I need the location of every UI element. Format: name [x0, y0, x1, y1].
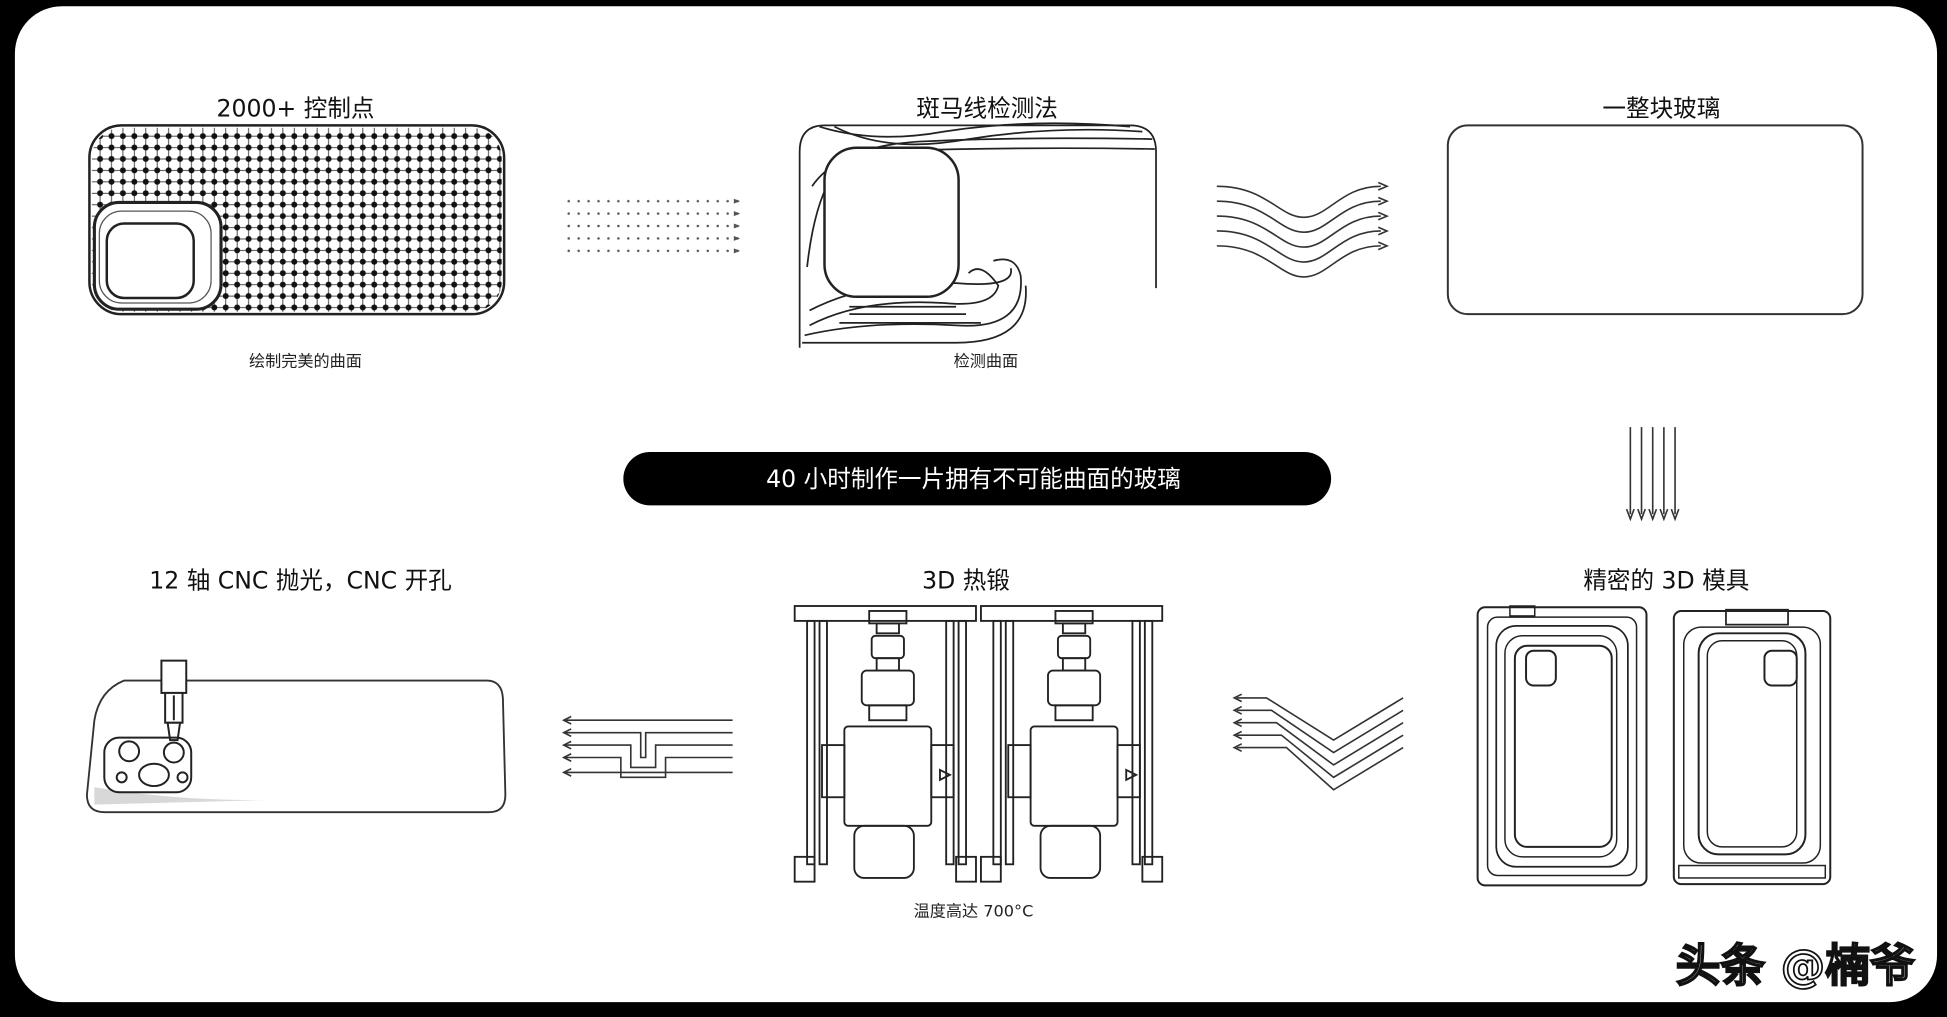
step-caption: 温度高达 700°C: [914, 901, 1034, 920]
press-machine-right: [980, 605, 1164, 883]
step-title: 12 轴 CNC 抛光，CNC 开孔: [149, 567, 452, 595]
press-machine-left: [793, 605, 977, 883]
step-title: 3D 热锻: [922, 567, 1010, 595]
step-title: 一整块玻璃: [1602, 95, 1720, 123]
glass-blank-outline: [1446, 124, 1864, 316]
phone-back-outline: [88, 124, 506, 316]
step-title: 精密的 3D 模具: [1583, 567, 1749, 595]
step-zebra-inspection: 斑马线检测法 检测曲面: [798, 95, 1157, 370]
camera-holes: [103, 736, 193, 794]
step-caption: 绘制完美的曲面: [249, 351, 362, 370]
camera-bump-inner: [105, 222, 195, 300]
step-precision-mold: 精密的 3D 模具: [1476, 567, 1832, 887]
camera-bump-ring: [98, 210, 212, 304]
glass-edge-shadow: [94, 787, 279, 805]
wave-arrows-icon: [1216, 181, 1390, 278]
step-arrows-icon: [561, 715, 733, 779]
step-glass-blank: 一整块玻璃: [1446, 95, 1864, 316]
step-cnc-polishing: 12 轴 CNC 抛光，CNC 开孔: [85, 567, 507, 814]
step-title: 2000+ 控制点: [217, 95, 375, 123]
step-control-points: 2000+ 控制点 绘制完美的曲面: [88, 95, 506, 370]
mold-right: [1672, 608, 1832, 886]
cnc-spindle: [160, 659, 188, 742]
headline-banner: 40 小时制作一片拥有不可能曲面的玻璃: [623, 452, 1332, 506]
watermark-text: 头条 @楠爷: [1676, 940, 1915, 992]
dotted-arrows-icon: [564, 196, 741, 261]
mold-left: [1476, 605, 1648, 887]
down-arrows-icon: [1625, 427, 1680, 522]
step-caption: 检测曲面: [954, 351, 1018, 370]
chevron-arrows-icon: [1232, 693, 1404, 791]
step-title: 斑马线检测法: [916, 95, 1057, 123]
step-hot-forging: 3D 热锻: [793, 567, 1164, 920]
headline-text: 40 小时制作一片拥有不可能曲面的玻璃: [766, 465, 1181, 493]
glass-body-outline: [85, 679, 507, 814]
zebra-camera-bump: [823, 146, 960, 299]
